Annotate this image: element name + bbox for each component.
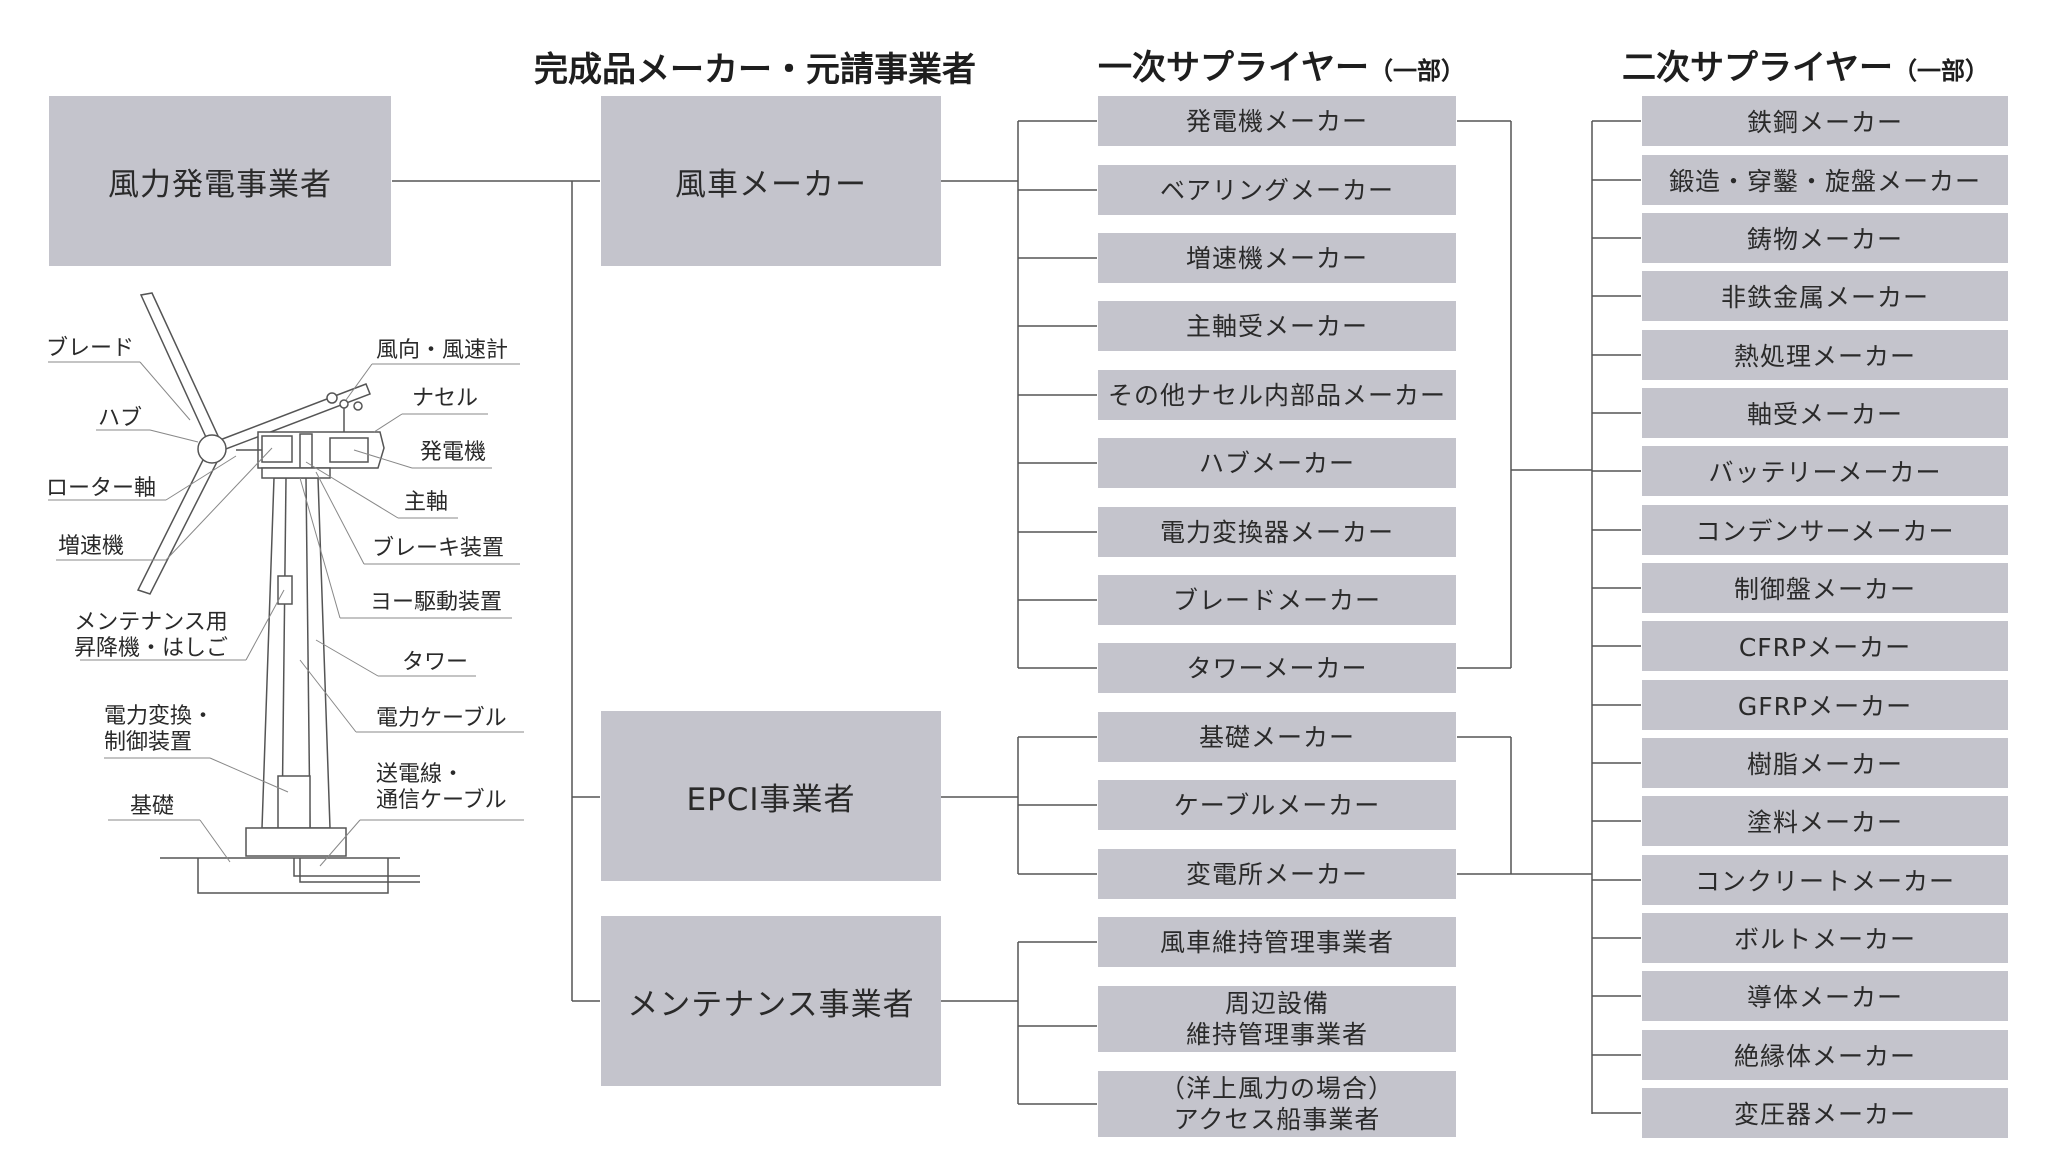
tier1-box: 基礎メーカー	[1098, 712, 1456, 762]
tier2-box: バッテリーメーカー	[1642, 446, 2008, 496]
tier1-header-note: （一部）	[1368, 57, 1465, 85]
tier1-header-title: 一次サプライヤー	[1098, 48, 1369, 88]
label-nacelle: ナセル	[412, 386, 479, 411]
operator-box: 風力発電事業者	[49, 96, 391, 266]
tier1-box: ケーブルメーカー	[1098, 780, 1456, 830]
label-rotor-shaft: ローター軸	[46, 476, 157, 501]
tier1-box: 変電所メーカー	[1098, 849, 1456, 899]
tier1-box: （洋上風力の場合） アクセス船事業者	[1098, 1071, 1456, 1137]
tier2-box: GFRPメーカー	[1642, 680, 2008, 730]
label-power-cable: 電力ケーブル	[376, 706, 507, 731]
label-yaw-drive: ヨー駆動装置	[370, 590, 503, 615]
label-blade: ブレード	[46, 336, 135, 361]
tier2-box: 鋳物メーカー	[1642, 213, 2008, 263]
tier2-box: 絶縁体メーカー	[1642, 1030, 2008, 1080]
tier2-suppliers-header: 二次サプライヤー（一部）	[1622, 40, 1989, 89]
label-foundation: 基礎	[130, 794, 175, 819]
tier2-box: 塗料メーカー	[1642, 796, 2008, 846]
tier1-suppliers-header: 一次サプライヤー（一部）	[1098, 40, 1465, 89]
tier2-box: 樹脂メーカー	[1642, 738, 2008, 788]
wind-turbine-illustration	[48, 292, 524, 894]
tier1-box: その他ナセル内部品メーカー	[1098, 370, 1456, 420]
label-maintenance-lift: メンテナンス用 昇降機・はしご	[74, 610, 229, 661]
tier1-box: 増速機メーカー	[1098, 233, 1456, 283]
label-power-converter: 電力変換・ 制御装置	[104, 704, 215, 755]
tier1-box: 主軸受メーカー	[1098, 301, 1456, 351]
label-brake: ブレーキ装置	[372, 536, 505, 561]
tier1-box: ハブメーカー	[1098, 438, 1456, 488]
tier2-box: コンクリートメーカー	[1642, 855, 2008, 905]
prime-box-turbine-maker: 風車メーカー	[601, 96, 941, 266]
tier2-box: 非鉄金属メーカー	[1642, 271, 2008, 321]
tier1-box: ブレードメーカー	[1098, 575, 1456, 625]
prime-box-maintenance: メンテナンス事業者	[601, 916, 941, 1086]
prime-box-epci: EPCI事業者	[601, 711, 941, 881]
tier2-box: 軸受メーカー	[1642, 388, 2008, 438]
tier2-header-title: 二次サプライヤー	[1622, 48, 1893, 88]
label-gearbox: 増速機	[58, 534, 125, 559]
label-hub: ハブ	[98, 406, 143, 431]
tier1-box: 周辺設備 維持管理事業者	[1098, 986, 1456, 1052]
prime-contractors-header: 完成品メーカー・元請事業者	[534, 50, 976, 90]
tier2-box: 変圧器メーカー	[1642, 1088, 2008, 1138]
tier1-box: ベアリングメーカー	[1098, 165, 1456, 215]
tier2-box: 鍛造・穿鑿・旋盤メーカー	[1642, 155, 2008, 205]
tier2-box: ボルトメーカー	[1642, 913, 2008, 963]
tier2-box: コンデンサーメーカー	[1642, 505, 2008, 555]
tier1-box: タワーメーカー	[1098, 643, 1456, 693]
label-transmission-cable: 送電線・ 通信ケーブル	[376, 762, 507, 813]
tier1-box: 風車維持管理事業者	[1098, 917, 1456, 967]
tier2-box: 制御盤メーカー	[1642, 563, 2008, 613]
tier1-box: 発電機メーカー	[1098, 96, 1456, 146]
tier2-box: 熱処理メーカー	[1642, 330, 2008, 380]
label-generator: 発電機	[420, 440, 487, 465]
label-main-shaft: 主軸	[404, 490, 449, 515]
tier2-box: 鉄鋼メーカー	[1642, 96, 2008, 146]
tier2-box: 導体メーカー	[1642, 971, 2008, 1021]
label-anemometer: 風向・風速計	[376, 338, 509, 363]
tier2-box: CFRPメーカー	[1642, 621, 2008, 671]
label-tower: タワー	[402, 650, 469, 675]
tier1-box: 電力変換器メーカー	[1098, 507, 1456, 557]
tier2-header-note: （一部）	[1892, 57, 1989, 85]
